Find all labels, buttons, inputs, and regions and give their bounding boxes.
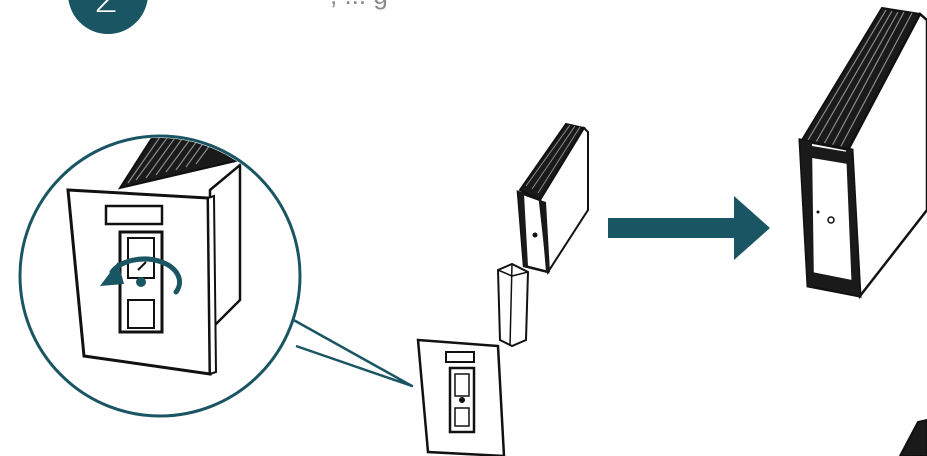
enclosure-partial <box>900 420 927 456</box>
caption-fragment: , ... g <box>330 0 388 10</box>
step-badge: 2 <box>68 0 148 34</box>
right-arrow-icon <box>608 196 770 260</box>
faceplate-part <box>418 340 504 456</box>
enclosure-large <box>800 8 927 296</box>
adapter-part <box>498 264 528 346</box>
enclosure-small <box>518 124 588 272</box>
zoom-callout <box>20 110 412 416</box>
step-number: 2 <box>94 0 119 22</box>
